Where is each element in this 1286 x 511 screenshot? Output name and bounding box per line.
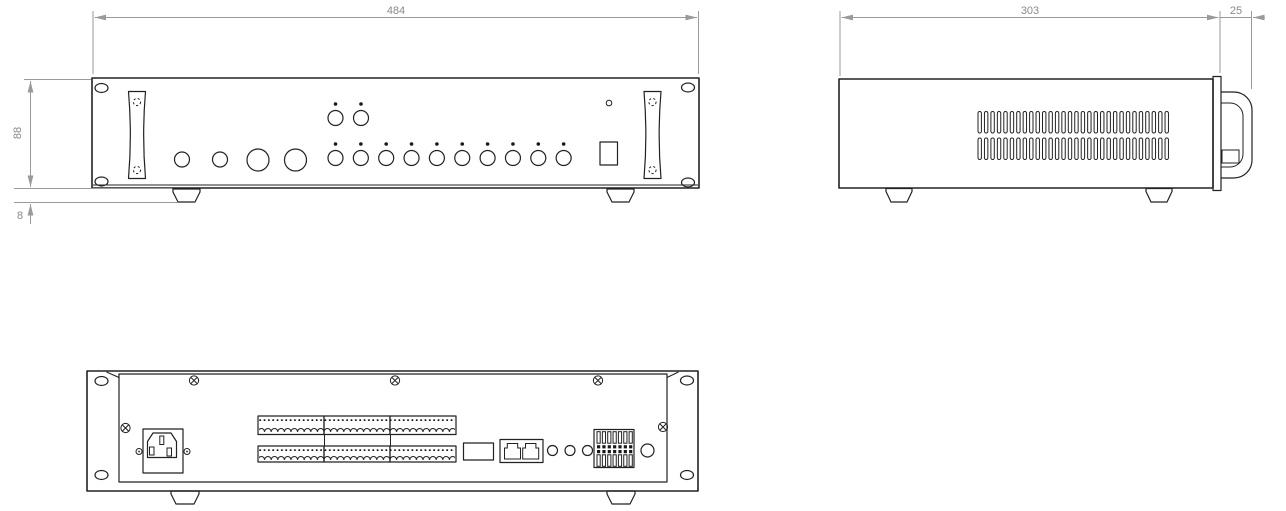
rack-slot-bottom-left — [94, 469, 109, 481]
round-connector-1 — [546, 444, 559, 457]
inlet-screw-dot — [186, 450, 188, 453]
front-foot-left — [172, 188, 201, 203]
dim-side-depth-label: 303 — [1021, 5, 1039, 17]
inlet-screw-dot — [138, 450, 140, 453]
dimension-annotations: 484 88 8 303 25 — [12, 5, 1265, 224]
side-foot-left — [885, 187, 913, 203]
handle-bracket — [1221, 149, 1240, 164]
handle-screw-icon — [132, 97, 142, 107]
terminal-clamp-waves — [259, 452, 455, 462]
terminal-clamp-waves — [259, 424, 455, 434]
side-foot-right — [1145, 187, 1173, 203]
phoenix-screw-icon — [607, 445, 611, 449]
handle-screw-icon — [648, 97, 657, 107]
front-view — [91, 77, 700, 203]
large-knob-2 — [283, 148, 308, 172]
rack-slot-top-left — [94, 82, 109, 94]
round-connector-2 — [564, 444, 576, 457]
phoenix-connector-block — [593, 428, 635, 469]
rack-slot-top-right — [680, 82, 696, 93]
dim-handle-depth-label: 25 — [1230, 5, 1242, 17]
phoenix-screw-icon — [629, 450, 633, 454]
upper-knob-1 — [327, 109, 344, 127]
phoenix-screw-icon — [613, 450, 617, 454]
phoenix-screw-icon — [597, 445, 601, 449]
terminal-screw-dots — [259, 417, 455, 423]
rack-slot-top-left — [94, 375, 109, 387]
phoenix-screw-icon — [629, 445, 633, 449]
phoenix-screw-icon — [623, 450, 627, 454]
upper-knob-2 — [352, 109, 370, 127]
inlet-screw-icon — [183, 448, 191, 455]
rear-chamfer-right — [666, 371, 679, 378]
handle-screw-icon — [132, 165, 142, 175]
side-handle — [1221, 91, 1253, 179]
rear-foot-right — [606, 490, 636, 505]
network-port-block — [499, 438, 544, 464]
dim-front-height-label: 88 — [12, 127, 24, 139]
phoenix-screw-icon — [618, 445, 622, 449]
small-knob-2 — [211, 151, 229, 168]
power-switch — [599, 141, 619, 166]
rack-slot-top-right — [679, 375, 695, 386]
inlet-pin — [166, 447, 172, 457]
phoenix-screw-icon — [602, 450, 606, 454]
front-foot-right — [606, 188, 635, 203]
inlet-pin — [149, 446, 155, 456]
indicator-dot-icon — [359, 102, 363, 106]
phoenix-screw-icon — [613, 445, 617, 449]
phoenix-screw-icon — [618, 450, 622, 454]
side-front-panel-edge — [1212, 75, 1222, 192]
inlet-screw-icon — [135, 448, 143, 455]
front-handle-left — [127, 90, 147, 180]
rear-chamfer-left — [106, 371, 120, 378]
small-knob-1 — [173, 151, 191, 168]
phoenix-screw-icon — [623, 445, 627, 449]
handle-screw-icon — [648, 165, 657, 175]
large-knob-1 — [246, 148, 270, 172]
upper-knob-pair — [327, 102, 370, 127]
round-connector-3 — [581, 444, 594, 457]
iec-power-inlet — [135, 428, 191, 474]
terminal-screw-dots — [259, 447, 455, 453]
cable-gland-hole — [640, 443, 655, 458]
phoenix-screw-icon — [607, 450, 611, 454]
front-handle-right — [643, 90, 662, 180]
power-led-icon — [605, 99, 613, 107]
terminal-blocks — [257, 415, 457, 463]
front-panel — [91, 77, 700, 189]
rj45-port-icon — [504, 443, 521, 460]
rear-foot-left — [170, 490, 200, 505]
inlet-pin — [159, 435, 165, 445]
side-view — [838, 75, 1253, 203]
rj45-port-icon — [522, 443, 540, 460]
dim-foot-height-label: 8 — [17, 210, 23, 222]
phoenix-screw-icon — [602, 445, 606, 449]
rack-slot-bottom-left — [94, 176, 109, 187]
rack-slot-bottom-right — [680, 177, 696, 188]
phoenix-screw-icon — [597, 450, 601, 454]
rack-slot-bottom-right — [679, 469, 695, 481]
side-body — [838, 78, 1214, 189]
rear-view — [86, 370, 699, 505]
dim-front-width-label: 484 — [387, 5, 405, 17]
blank-plate — [462, 442, 495, 461]
indicator-dot-icon — [333, 102, 338, 106]
